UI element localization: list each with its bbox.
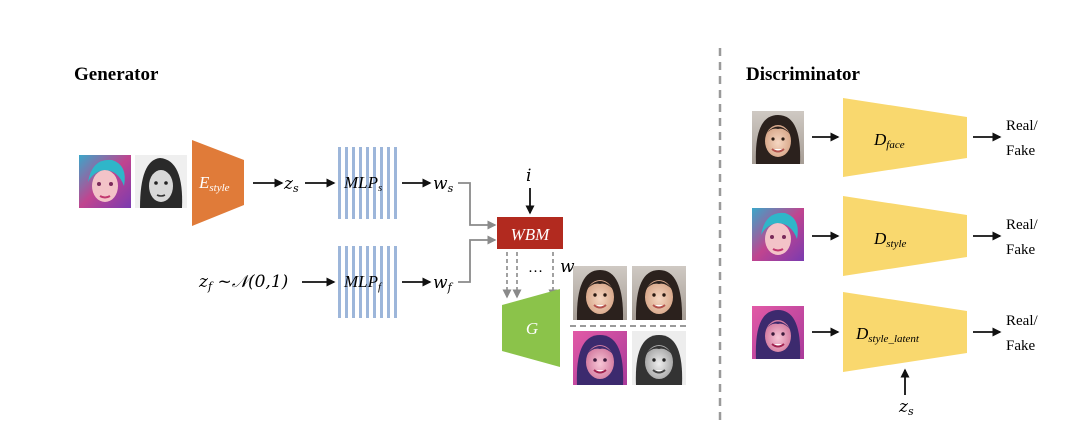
d-style-block [843,196,967,276]
d-face-output-line1: Real/ [1006,118,1038,134]
d-style-output-line1: Real/ [1006,217,1038,233]
disc-input-face-image [752,111,804,164]
ws-label: ws [433,174,454,195]
style-encoder [192,140,244,226]
wf-label: wf [433,273,454,294]
output-stylized-face [573,331,627,385]
dots-label: … [528,260,543,276]
d-face-label: Dface [873,130,905,151]
generator-g [502,289,560,367]
disc-zs-label: zs [898,397,914,418]
discriminator-title: Discriminator [746,64,861,85]
zs-label: zs [283,174,299,195]
connector-wf-to-wbm [458,235,497,283]
style-encoder-label: Estyle [198,173,230,194]
style-reference-color-image [79,155,131,208]
wbm-label: WBM [511,225,551,244]
generator-g-label: G [526,319,538,338]
d-face-block [843,98,967,177]
d-style-latent-block [843,292,967,372]
style-reference-sketch-image [135,155,187,208]
output-sketch-face [632,331,686,385]
mlp-f-label: MLPf [343,272,383,293]
d-face-output-line2: Fake [1006,143,1036,159]
d-style-output-line2: Fake [1006,242,1036,258]
wbm-block [497,217,563,249]
mlp-s-label: MLPs [343,173,382,194]
disc-input-stylized-face-image [752,306,804,359]
connector-ws-to-wbm [458,182,497,230]
d-latent-output-line1: Real/ [1006,313,1038,329]
generator-title: Generator [74,64,159,85]
output-real-face-1 [573,266,627,320]
w-label: w [560,257,575,277]
i-label: i [526,166,531,186]
mlp-s-block [338,147,397,219]
d-style-label: Dstyle [873,229,907,250]
zf-distribution-label: zf ~𝒩(0,1) [198,272,288,293]
disc-input-style-image [752,208,804,261]
d-latent-output-line2: Fake [1006,338,1036,354]
mlp-f-block [338,246,397,318]
output-real-face-2 [632,266,686,320]
d-style-latent-label: Dstyle_latent [855,324,920,345]
